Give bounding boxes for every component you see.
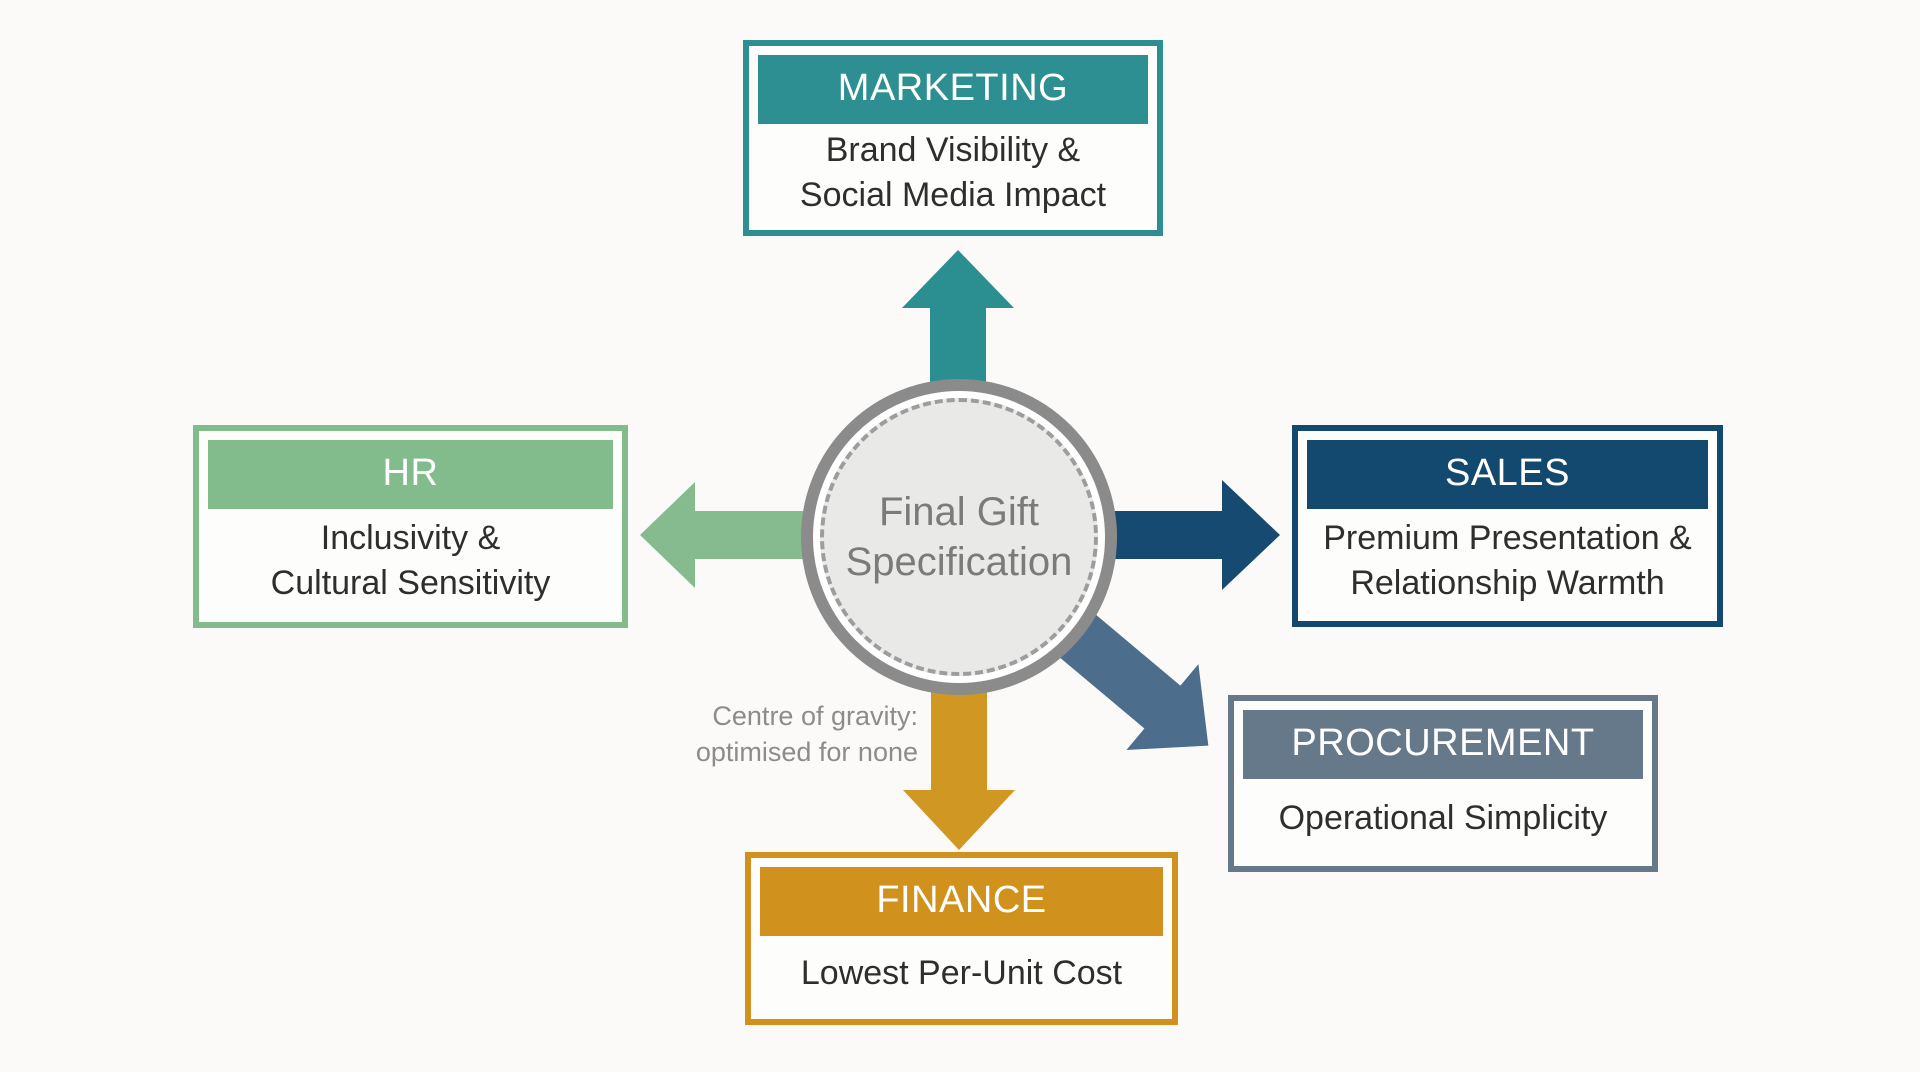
procurement-header: PROCUREMENT [1243, 710, 1643, 779]
center-of-gravity-caption: Centre of gravity: optimised for none [695, 701, 918, 768]
left-arrow-icon [640, 482, 810, 588]
hr-header: HR [208, 440, 613, 509]
arrow-to-sales [1110, 480, 1280, 590]
sales-benefit: Premium Presentation & Relationship Warm… [1323, 518, 1692, 602]
sales-header: SALES [1307, 440, 1708, 509]
center-circle-inner-ring: Final Gift Specification [820, 398, 1098, 676]
hr-box: HR Inclusivity & Cultural Sensitivity [193, 425, 628, 628]
procurement-box: PROCUREMENT Operational Simplicity [1228, 695, 1658, 872]
finance-header: FINANCE [760, 867, 1163, 936]
up-arrow-icon [902, 250, 1014, 392]
down-arrow-icon [903, 680, 1015, 850]
arrow-to-hr [640, 482, 810, 588]
marketing-header: MARKETING [758, 55, 1148, 124]
finance-box: FINANCE Lowest Per-Unit Cost [745, 852, 1178, 1025]
procurement-benefit: Operational Simplicity [1278, 798, 1608, 837]
sales-box: SALES Premium Presentation & Relationshi… [1292, 425, 1723, 627]
arrow-to-marketing [902, 250, 1014, 392]
right-arrow-icon [1110, 480, 1280, 590]
arrow-to-finance [903, 680, 1015, 850]
hr-benefit: Inclusivity & Cultural Sensitivity [270, 519, 551, 602]
marketing-benefit: Brand Visibility & Social Media Impact [799, 130, 1107, 214]
marketing-box: MARKETING Brand Visibility & Social Medi… [743, 40, 1163, 236]
center-circle-label: Final Gift Specification [845, 490, 1073, 584]
center-circle: Final Gift Specification [801, 379, 1117, 695]
finance-benefit: Lowest Per-Unit Cost [800, 953, 1123, 992]
